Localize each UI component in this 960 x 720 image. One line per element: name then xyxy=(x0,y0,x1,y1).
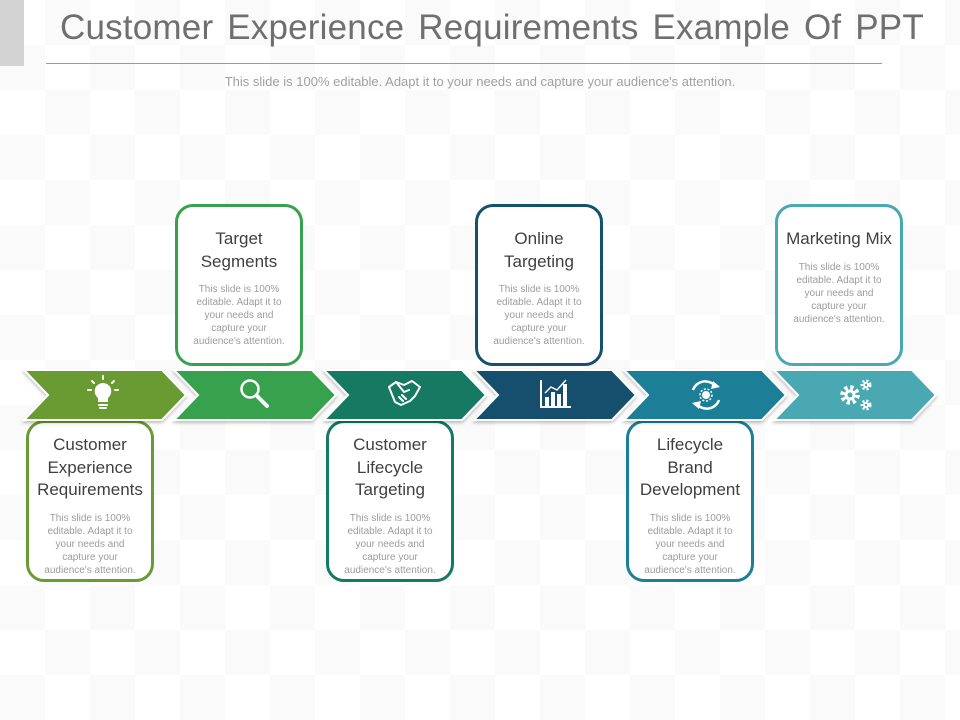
step-card-customer-experience-requirements[interactable]: Customer Experience Requirements This sl… xyxy=(26,420,154,582)
step-description: This slide is 100% editable. Adapt it to… xyxy=(493,284,585,347)
step-description: This slide is 100% editable. Adapt it to… xyxy=(644,512,736,576)
step-description: This slide is 100% editable. Adapt it to… xyxy=(344,512,436,576)
step-title: Marketing Mix xyxy=(786,229,892,248)
step-description: This slide is 100% editable. Adapt it to… xyxy=(44,512,136,576)
refresh-gear-icon xyxy=(691,380,721,410)
step-title: Customer Lifecycle Targeting xyxy=(353,435,427,499)
step-card-online-targeting[interactable]: Online Targeting This slide is 100% edit… xyxy=(475,204,603,366)
step-arrow-3[interactable] xyxy=(321,369,488,421)
step-card-marketing-mix[interactable]: Marketing Mix This slide is 100% editabl… xyxy=(775,204,903,366)
step-title: Customer Experience Requirements xyxy=(37,435,143,499)
step-description: This slide is 100% editable. Adapt it to… xyxy=(793,261,885,325)
slide-subtitle: This slide is 100% editable. Adapt it to… xyxy=(224,74,736,89)
step-card-target-segments[interactable]: Target Segments This slide is 100% edita… xyxy=(175,204,303,366)
bar-chart-icon xyxy=(540,379,571,408)
step-card-lifecycle-brand-development[interactable]: Lifecycle Brand Development This slide i… xyxy=(626,420,754,582)
step-description: This slide is 100% editable. Adapt it to… xyxy=(193,284,285,347)
step-title: Online Targeting xyxy=(504,229,574,271)
gears-icon xyxy=(840,379,872,411)
step-title: Lifecycle Brand Development xyxy=(639,435,741,499)
slide-title: Customer Experience Requirements Example… xyxy=(60,8,924,47)
title-divider xyxy=(46,63,882,64)
step-title: Target Segments xyxy=(200,229,278,271)
step-card-customer-lifecycle-targeting[interactable]: Customer Lifecycle Targeting This slide … xyxy=(326,420,454,582)
search-icon xyxy=(240,379,269,408)
lightbulb-icon xyxy=(87,375,119,409)
handshake-icon xyxy=(388,380,421,406)
title-accent-bar xyxy=(0,0,24,66)
